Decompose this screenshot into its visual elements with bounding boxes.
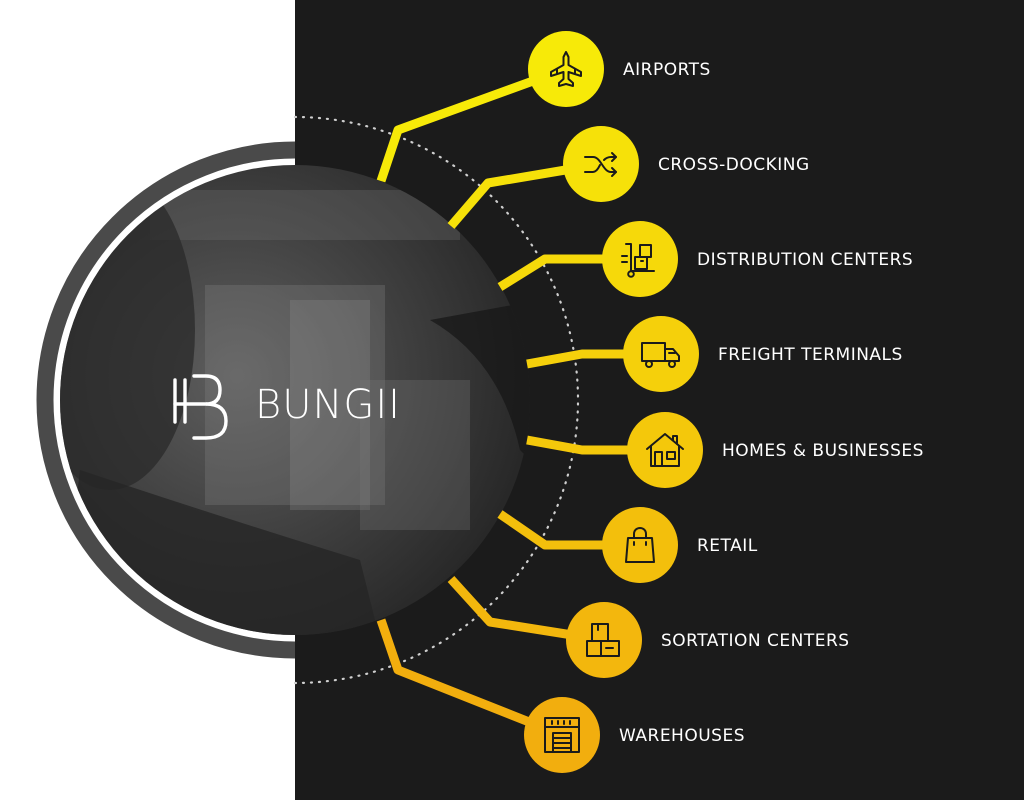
destination-node-2: CROSS-DOCKING [563, 126, 810, 202]
boxes-icon [586, 623, 620, 657]
destination-node-8: WAREHOUSES [524, 697, 745, 773]
warehouse-icon [544, 717, 580, 753]
destination-node-4: FREIGHT TERMINALS [623, 316, 903, 392]
destination-label-2: CROSS-DOCKING [658, 155, 810, 175]
hand-truck-icon [621, 243, 655, 278]
destination-node-7: SORTATION CENTERS [566, 602, 850, 678]
connector-line-1 [376, 64, 568, 183]
worker-photo [60, 165, 530, 635]
destination-label-6: RETAIL [697, 536, 758, 556]
destination-label-1: AIRPORTS [623, 60, 711, 80]
destination-label-3: DISTRIBUTION CENTERS [697, 250, 913, 270]
house-icon [646, 433, 684, 467]
destination-badge [602, 507, 678, 583]
destination-node-1: AIRPORTS [528, 31, 711, 107]
destination-label-7: SORTATION CENTERS [661, 631, 850, 651]
airplane-icon [550, 51, 582, 87]
connector-lines [376, 64, 665, 740]
connector-line-2 [447, 159, 602, 229]
destination-badge [627, 412, 703, 488]
connector-line-8 [376, 618, 564, 740]
shuffle-arrows-icon [584, 152, 617, 177]
destination-node-3: DISTRIBUTION CENTERS [602, 221, 913, 297]
outer-ring [36, 141, 296, 659]
destination-node-6: RETAIL [602, 507, 758, 583]
brand-name: BUNGII [255, 382, 401, 428]
destination-badge [602, 221, 678, 297]
destination-node-5: HOMES & BUSINESSES [627, 412, 924, 488]
destination-label-5: HOMES & BUSINESSES [722, 441, 924, 461]
destination-label-8: WAREHOUSES [619, 726, 745, 746]
destination-badge [528, 31, 604, 107]
truck-icon [641, 342, 680, 368]
bungii-logo-mark [173, 374, 228, 440]
connector-line-7 [447, 575, 605, 645]
destination-nodes: AIRPORTS CROSS-DOCKING DISTRIBUTION CENTER… [524, 31, 924, 773]
destination-label-4: FREIGHT TERMINALS [718, 345, 903, 365]
destination-badge [524, 697, 600, 773]
destination-badge [623, 316, 699, 392]
shopping-bag-icon [625, 527, 655, 563]
bungii-logo: BUNGII [173, 374, 401, 440]
